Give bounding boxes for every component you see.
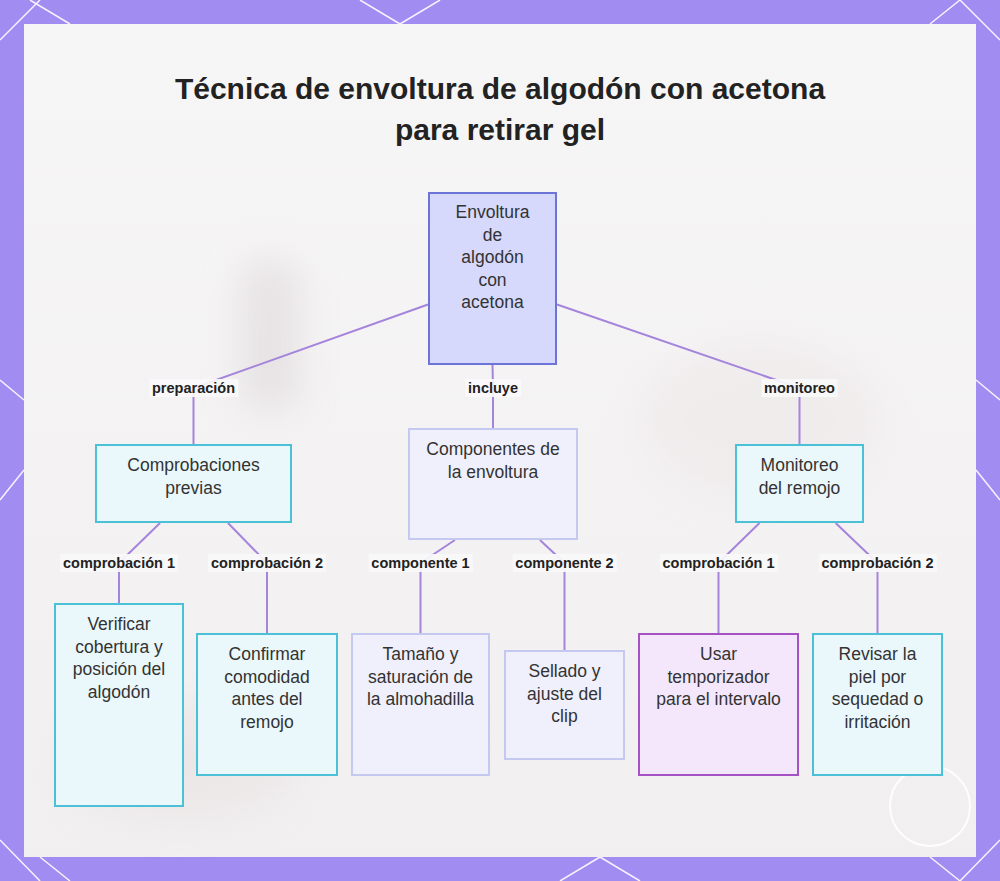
edge-label: componente 1 bbox=[368, 554, 472, 572]
root-box: Envoltura de algodón con acetona bbox=[428, 192, 557, 365]
process-box: Monitoreo del remojo bbox=[735, 444, 864, 523]
connector-line bbox=[194, 304, 429, 444]
process-box: Usar temporizador para el intervalo bbox=[638, 633, 799, 776]
connector-line bbox=[719, 523, 760, 633]
node-text: Comprobaciones previas bbox=[107, 454, 280, 499]
edge-label: incluye bbox=[465, 379, 521, 397]
node-text: Envoltura de algodón con acetona bbox=[454, 201, 531, 314]
edge-label: comprobación 2 bbox=[208, 554, 326, 572]
connector-line bbox=[228, 523, 267, 633]
process-box: Tamaño y saturación de la almohadilla bbox=[351, 633, 490, 776]
process-box: Revisar la piel por sequedad o irritació… bbox=[812, 633, 943, 776]
node-text: Verificar cobertura y posición del algod… bbox=[66, 613, 172, 703]
node-text: Revisar la piel por sequedad o irritació… bbox=[824, 643, 931, 733]
process-box: Comprobaciones previas bbox=[95, 444, 292, 523]
edge-label: preparación bbox=[149, 379, 238, 397]
edge-label: comprobación 2 bbox=[819, 554, 937, 572]
process-box: Componentes de la envoltura bbox=[408, 428, 578, 540]
edge-label: comprobación 1 bbox=[660, 554, 778, 572]
node-text: Tamaño y saturación de la almohadilla bbox=[363, 643, 478, 711]
node-text: Componentes de la envoltura bbox=[420, 438, 566, 483]
node-text: Usar temporizador para el intervalo bbox=[650, 643, 787, 711]
edge-label: comprobación 1 bbox=[60, 554, 178, 572]
node-text: Confirmar comodidad antes del remojo bbox=[208, 643, 326, 733]
process-box: Sellado y ajuste del clip bbox=[504, 650, 625, 760]
process-box: Confirmar comodidad antes del remojo bbox=[196, 633, 338, 776]
edge-label: componente 2 bbox=[512, 554, 616, 572]
process-box: Verificar cobertura y posición del algod… bbox=[54, 603, 184, 807]
diagram-title: Técnica de envoltura de algodón con acet… bbox=[170, 68, 830, 150]
edge-label: monitoreo bbox=[761, 379, 838, 397]
node-text: Monitoreo del remojo bbox=[747, 454, 852, 499]
connector-line bbox=[557, 304, 800, 444]
node-text: Sellado y ajuste del clip bbox=[516, 660, 613, 728]
connector-line bbox=[836, 523, 878, 633]
